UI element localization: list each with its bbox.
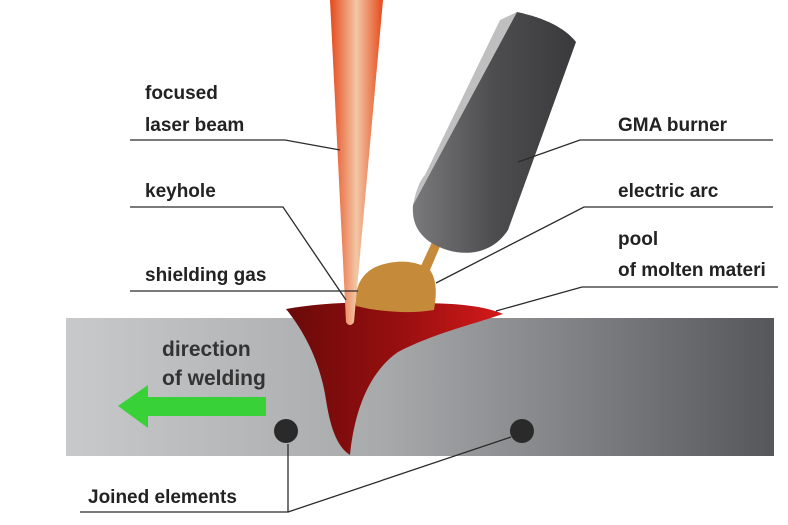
- label-gma-burner: GMA burner: [618, 115, 728, 136]
- label-of-welding: of welding: [162, 367, 266, 390]
- label-joined-elements: Joined elements: [88, 487, 237, 508]
- left-arrow-icon: [118, 385, 266, 428]
- label-direction: direction: [162, 338, 251, 361]
- label-molten-material: of molten materi: [618, 260, 766, 281]
- leader-keyhole: [130, 206, 347, 301]
- gma-burner: [412, 12, 576, 253]
- label-shielding-gas: shielding gas: [145, 265, 266, 286]
- label-electric-arc: electric arc: [618, 181, 719, 202]
- label-keyhole: keyhole: [145, 181, 216, 202]
- label-laser-beam: laser beam: [145, 115, 244, 136]
- electric-arc-wire: [420, 240, 441, 270]
- leader-molten-pool: [495, 286, 778, 312]
- joined-element-dot: [510, 419, 534, 443]
- label-focused: focused: [145, 83, 218, 104]
- leader-gma-burner: [517, 139, 773, 163]
- leader-electric-arc: [435, 206, 773, 284]
- laser-beam: [330, 0, 383, 325]
- weld-pool: [286, 302, 503, 455]
- leader-laser-beam: [130, 139, 341, 151]
- leader-joined-elements-2: [287, 436, 512, 513]
- shielding-gas-blob: [355, 261, 436, 313]
- gma-burner-highlight: [413, 12, 517, 205]
- joined-element-dot: [274, 419, 298, 443]
- label-pool: pool: [618, 229, 658, 250]
